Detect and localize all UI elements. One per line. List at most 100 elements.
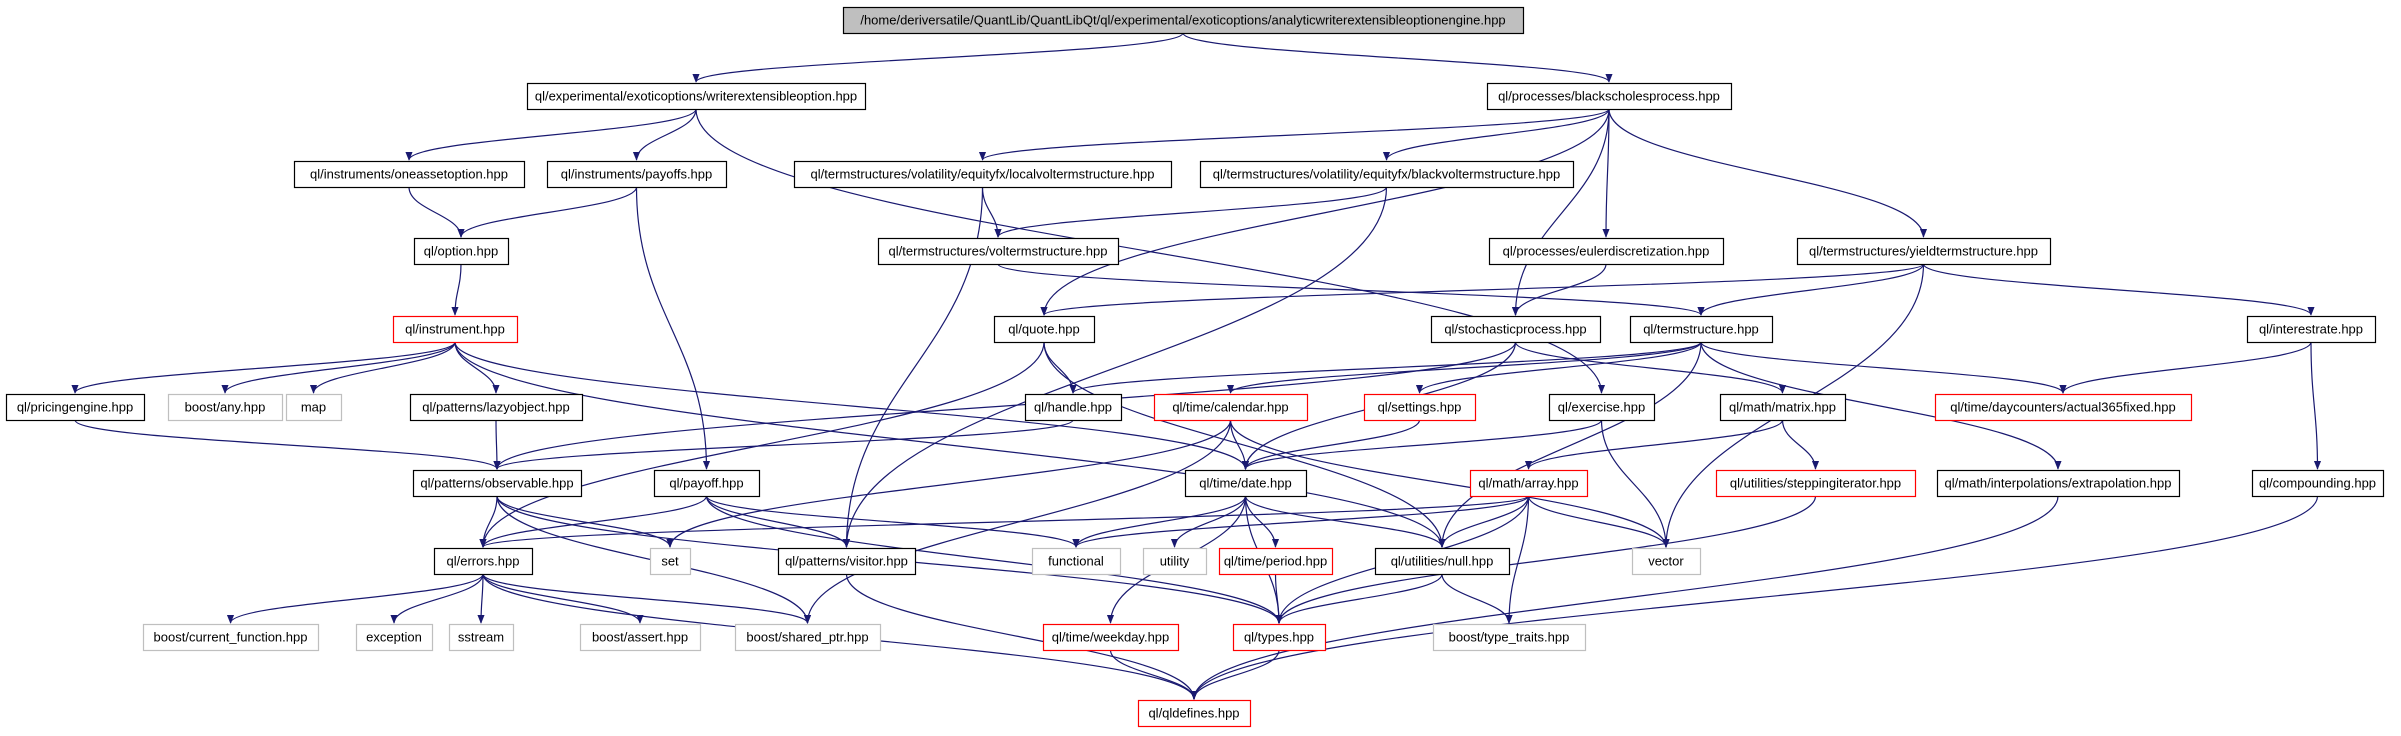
node-label: ql/compounding.hpp [2259, 476, 2376, 491]
edge-payoffs-to-option [457, 186, 638, 238]
edge-yieldts-to-quote [1040, 263, 1925, 316]
node-types[interactable]: ql/types.hpp [1232, 623, 1327, 652]
node-box [1142, 547, 1208, 576]
node-label: ql/processes/eulerdiscretization.hpp [1503, 244, 1710, 259]
node-lazyobject[interactable]: ql/patterns/lazyobject.hpp [409, 393, 584, 422]
node-handle[interactable]: ql/handle.hpp [1024, 393, 1123, 422]
node-box [355, 623, 434, 652]
node-stochproc[interactable]: ql/stochasticprocess.hpp [1430, 315, 1602, 344]
node-weekday[interactable]: ql/time/weekday.hpp [1042, 623, 1180, 652]
node-quote[interactable]: ql/quote.hpp [993, 315, 1096, 344]
node-yieldts[interactable]: ql/termstructures/yieldtermstructure.hpp [1796, 237, 2052, 266]
node-actual365[interactable]: ql/time/daycounters/actual365fixed.hpp [1934, 393, 2193, 422]
node-blackvol[interactable]: ql/termstructures/volatility/equityfx/bl… [1199, 160, 1575, 189]
node-termstr[interactable]: ql/termstructure.hpp [1629, 315, 1774, 344]
edge-oneasset-to-option [408, 186, 465, 238]
node-label: map [301, 400, 326, 415]
edge-payoff-to-types [705, 495, 1283, 624]
node-label: ql/time/calendar.hpp [1172, 400, 1288, 415]
node-box [2251, 469, 2385, 498]
node-period[interactable]: ql/time/period.hpp [1218, 547, 1334, 576]
edge-interestrate-to-compounding [2310, 341, 2322, 470]
node-oneasset[interactable]: ql/instruments/oneassetoption.hpp [293, 160, 526, 189]
edge-weekday-to-qldefines [1109, 649, 1198, 700]
edge-quote-to-null [1043, 341, 1446, 548]
node-settings[interactable]: ql/settings.hpp [1363, 393, 1477, 422]
node-label: ql/time/date.hpp [1199, 476, 1292, 491]
edge-errors-to-exception [390, 573, 484, 624]
node-box [409, 393, 584, 422]
node-bsprocess[interactable]: ql/processes/blackscholesprocess.hpp [1486, 82, 1733, 111]
node-label: ql/instrument.hpp [405, 322, 505, 337]
edge-settings-to-date [1241, 419, 1421, 470]
node-array[interactable]: ql/math/array.hpp [1469, 469, 1589, 498]
node-observable[interactable]: ql/patterns/observable.hpp [412, 469, 583, 498]
node-label: ql/termstructures/yieldtermstructure.hpp [1809, 244, 2038, 259]
node-visitor[interactable]: ql/patterns/visitor.hpp [777, 547, 917, 576]
node-pricingengine[interactable]: ql/pricingengine.hpp [5, 393, 146, 422]
node-sharedptr[interactable]: boost/shared_ptr.hpp [734, 623, 882, 652]
edge-termstr-to-extrapolation [1700, 341, 2062, 470]
node-box [1432, 623, 1587, 652]
node-root[interactable]: /home/deriversatile/QuantLib/QuantLibQt/… [842, 6, 1525, 35]
node-box [412, 469, 583, 498]
node-extrapolation[interactable]: ql/math/interpolations/extrapolation.hpp [1936, 469, 2181, 498]
node-box [1374, 547, 1511, 576]
node-instrument[interactable]: ql/instrument.hpp [392, 315, 519, 344]
node-calendar[interactable]: ql/time/calendar.hpp [1153, 393, 1309, 422]
node-functional[interactable]: functional [1031, 547, 1122, 576]
node-box [1184, 469, 1308, 498]
edge-euler-to-stochproc [1511, 263, 1607, 316]
node-label: ql/time/weekday.hpp [1052, 630, 1170, 645]
node-boostany[interactable]: boost/any.hpp [167, 393, 284, 422]
node-exception[interactable]: exception [355, 623, 434, 652]
node-curfunc[interactable]: boost/current_function.hpp [142, 623, 320, 652]
edge-termstr-to-calendar [1227, 341, 1702, 394]
node-voltermstr[interactable]: ql/termstructures/voltermstructure.hpp [877, 237, 1120, 266]
node-errors[interactable]: ql/errors.hpp [433, 547, 534, 576]
edge-writeropt-to-payoffs [632, 108, 697, 161]
node-label: ql/termstructures/voltermstructure.hpp [889, 244, 1108, 259]
node-localvol[interactable]: ql/termstructures/volatility/equityfx/lo… [793, 160, 1173, 189]
node-interestrate[interactable]: ql/interestrate.hpp [2246, 315, 2377, 344]
node-box [1042, 623, 1180, 652]
node-date[interactable]: ql/time/date.hpp [1184, 469, 1308, 498]
edge-date-to-null [1244, 495, 1446, 548]
edge-array-to-errors [479, 495, 1530, 548]
node-null[interactable]: ql/utilities/null.hpp [1374, 547, 1511, 576]
edge-yieldts-to-interestrate [1922, 263, 2315, 316]
node-assert[interactable]: boost/assert.hpp [579, 623, 702, 652]
node-exercise[interactable]: ql/exercise.hpp [1548, 393, 1656, 422]
node-label: ql/instruments/payoffs.hpp [561, 167, 713, 182]
edge-payoff-to-errors [479, 495, 708, 548]
node-box [1430, 315, 1602, 344]
edge-instrument-to-pricingengine [71, 341, 456, 394]
node-option[interactable]: ql/option.hpp [413, 237, 510, 266]
node-payoffs[interactable]: ql/instruments/payoffs.hpp [546, 160, 728, 189]
edge-observable-to-set [496, 495, 674, 548]
node-map[interactable]: map [285, 393, 343, 422]
edge-blackvol-to-voltermstr [994, 186, 1388, 238]
node-qldefines[interactable]: ql/qldefines.hpp [1137, 699, 1252, 728]
node-typetraits[interactable]: boost/type_traits.hpp [1432, 623, 1587, 652]
node-box [142, 623, 320, 652]
node-box [285, 393, 343, 422]
node-payoff[interactable]: ql/payoff.hpp [653, 469, 761, 498]
node-box [1629, 315, 1774, 344]
node-vector[interactable]: vector [1631, 547, 1702, 576]
node-steppingit[interactable]: ql/utilities/steppingiterator.hpp [1715, 469, 1917, 498]
node-utility[interactable]: utility [1142, 547, 1208, 576]
edges-layer [71, 32, 2322, 700]
edge-types-to-qldefines [1190, 649, 1280, 700]
node-matrix[interactable]: ql/math/matrix.hpp [1719, 393, 1847, 422]
node-compounding[interactable]: ql/compounding.hpp [2251, 469, 2385, 498]
node-box [5, 393, 146, 422]
node-sstream[interactable]: sstream [448, 623, 515, 652]
node-box [1715, 469, 1917, 498]
node-euler[interactable]: ql/processes/eulerdiscretization.hpp [1488, 237, 1725, 266]
node-label: set [661, 554, 679, 569]
node-box [579, 623, 702, 652]
node-set[interactable]: set [649, 547, 692, 576]
node-writeropt[interactable]: ql/experimental/exoticoptions/writerexte… [526, 82, 867, 111]
